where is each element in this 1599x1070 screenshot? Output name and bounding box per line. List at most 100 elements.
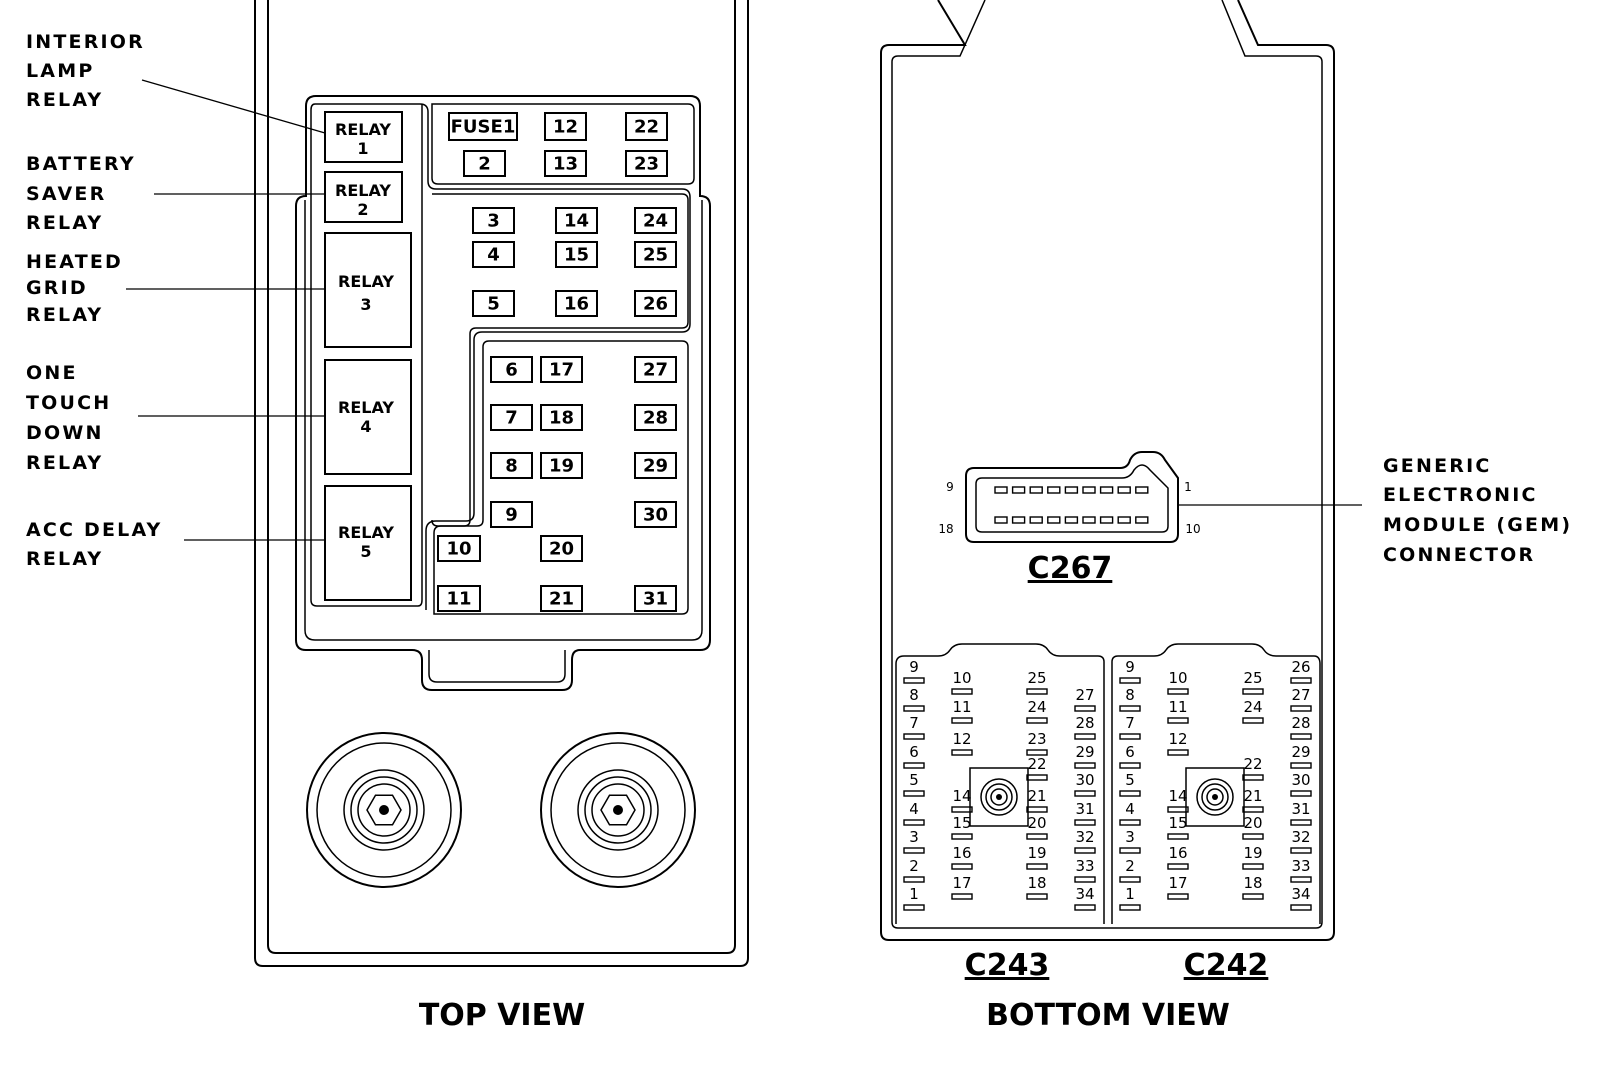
connector-pin-label: 33: [1291, 857, 1310, 875]
connector-pin: 32: [1074, 828, 1096, 854]
connector-c243-name: C243: [965, 948, 1050, 983]
connector-pin: 11: [951, 698, 973, 724]
connector-pin-slot: [1167, 717, 1189, 724]
connector-pin: 12: [1167, 730, 1189, 756]
fuse-cavity-box: [490, 501, 533, 528]
connector-center-bolt: [969, 767, 1029, 827]
connector-pin: 30: [1290, 771, 1312, 797]
fuse-label: 30: [643, 505, 668, 526]
connector-pin-slot: [1026, 749, 1048, 756]
fuse-label: 21: [549, 589, 574, 610]
connector-pin-label: 27: [1075, 686, 1094, 704]
fuse-label: 31: [643, 589, 668, 610]
fuse-label: 14: [564, 211, 589, 232]
fuse-cavity-box: [625, 112, 668, 141]
connector-pin: 5: [1119, 771, 1141, 797]
connector-pin-label: 19: [1027, 844, 1046, 862]
connector-pin: 30: [1074, 771, 1096, 797]
gem-pin: [1011, 516, 1026, 524]
connector-pin-label: 32: [1291, 828, 1310, 846]
connector-pin-label: 34: [1291, 885, 1310, 903]
connector-pin-label: 20: [1243, 814, 1262, 832]
fuse-label: 18: [549, 408, 574, 429]
fuse-cavity: 17: [540, 356, 583, 383]
connector-pin-label: 25: [1027, 669, 1046, 687]
connector-pin-label: 1: [909, 885, 919, 903]
connector-pin: 21: [1242, 787, 1264, 813]
connector-pin: 28: [1290, 714, 1312, 740]
fuse-cavity: 2: [463, 150, 506, 177]
connector-pin: 31: [1074, 800, 1096, 826]
gem-pin: [1135, 516, 1149, 524]
fuse-cavity-box: [540, 452, 583, 479]
connector-pin-label: 17: [952, 874, 971, 892]
fuse-cavity: 14: [555, 207, 598, 234]
callout-line: DOWN: [26, 422, 104, 444]
connector-pin-slot: [951, 806, 973, 813]
connector-pin: 6: [903, 743, 925, 769]
gem-pin: [1047, 486, 1061, 494]
fuse-label: 4: [487, 245, 500, 266]
fuse-cavity-box: [540, 535, 583, 562]
connector-pin-label: 9: [1125, 658, 1135, 676]
connector-pin-label: 16: [952, 844, 971, 862]
connector-pin-label: 23: [1027, 730, 1046, 748]
connector-pin-slot: [1242, 806, 1264, 813]
fuse-cavity: 22: [625, 112, 668, 141]
fuse-cavity: 13: [544, 150, 587, 177]
fuse-cavity-box: [472, 207, 515, 234]
connector-pin-slot: [1242, 863, 1264, 870]
connector-pin: 10: [951, 669, 973, 695]
callout-line: CONNECTOR: [1383, 544, 1535, 566]
relay-2: RELAY 2: [324, 171, 403, 223]
callout-line: MODULE (GEM): [1383, 514, 1572, 536]
connector-pin-label: 8: [1125, 686, 1135, 704]
connector-pin-slot: [1167, 688, 1189, 695]
connector-pin: 33: [1074, 857, 1096, 883]
fuse-cavity: 24: [634, 207, 677, 234]
connector-pin: 7: [903, 714, 925, 740]
gem-pin-label: 1: [1184, 480, 1192, 494]
fuse-cavity: FUSE1: [448, 112, 518, 141]
fuse-cavity: 4: [472, 241, 515, 268]
connector-pin-slot: [1119, 677, 1141, 684]
fuse-cavity: 27: [634, 356, 677, 383]
fuse-label: 7: [505, 408, 518, 429]
connector-pin-label: 18: [1027, 874, 1046, 892]
relay-3-number: 3: [360, 295, 371, 314]
gem-pin: [1064, 516, 1079, 524]
connector-pin-slot: [1242, 774, 1264, 781]
connector-pin: 34: [1290, 885, 1312, 911]
connector-pin-slot: [1074, 705, 1096, 712]
connector-pin-slot: [1026, 806, 1048, 813]
connector-pin: 10: [1167, 669, 1189, 695]
connector-pin-slot: [1242, 688, 1264, 695]
connector-pin-label: 33: [1075, 857, 1094, 875]
connector-pin-label: 3: [1125, 828, 1135, 846]
connector-pin-slot: [1167, 893, 1189, 900]
bottom-view: 9 1 18 10 C267 9876543211011121415161725…: [880, 0, 1335, 1033]
connector-pin-slot: [1119, 705, 1141, 712]
connector-pin: 2: [903, 857, 925, 883]
connector-pin-slot: [1026, 893, 1048, 900]
connector-pin-slot: [1167, 806, 1189, 813]
fuse-label: 12: [553, 117, 578, 138]
connector-c242: 9876543211011121415161725242221201918262…: [1119, 658, 1312, 911]
relay-4-label: RELAY: [338, 398, 394, 417]
connector-c243: 9876543211011121415161725242322212019182…: [903, 658, 1096, 911]
connector-pin: 25: [1026, 669, 1048, 695]
fuse-label: 9: [505, 505, 518, 526]
connector-pin: 22: [1026, 755, 1048, 781]
connector-pin: 20: [1026, 814, 1048, 840]
callout-gem-connector: GENERIC ELECTRONIC MODULE (GEM) CONNECTO…: [1178, 455, 1572, 566]
gem-pin: [1117, 486, 1131, 494]
connector-pin-slot: [1074, 790, 1096, 797]
connector-pin-slot: [1026, 833, 1048, 840]
bottom-view-title: BOTTOM VIEW: [986, 998, 1230, 1033]
fuse-label: 22: [634, 117, 659, 138]
fuse-label: 8: [505, 456, 518, 477]
connector-pin-slot: [1119, 847, 1141, 854]
connector-pin-label: 12: [952, 730, 971, 748]
callout-line: SAVER: [26, 183, 106, 205]
connector-pin-slot: [903, 904, 925, 911]
